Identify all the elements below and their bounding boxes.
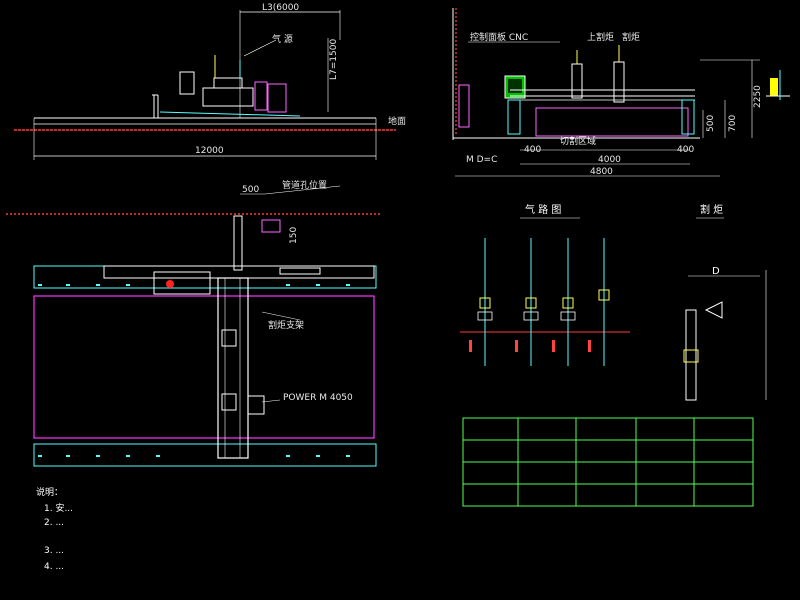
svg-text:割 炬: 割 炬 — [700, 203, 723, 216]
ground-label: 地面 — [388, 115, 406, 127]
notes-title: 说明： — [36, 486, 63, 498]
dim-500: 500 — [706, 115, 716, 132]
dim-400-right: 400 — [677, 145, 694, 155]
svg-text:割炬支架: 割炬支架 — [268, 319, 304, 331]
svg-text:管道孔位置: 管道孔位置 — [282, 179, 327, 191]
spec-table — [462, 417, 754, 507]
dim-height-label: L7=1500 — [329, 39, 339, 80]
note-line-5: 4. ... — [44, 562, 64, 572]
dim-700: 700 — [728, 115, 738, 132]
note-line-2: 2. ... — [44, 518, 64, 528]
dim-4800: 4800 — [590, 167, 613, 177]
torch-dim-d: D — [712, 266, 720, 277]
plan-dim-150: 150 — [289, 227, 299, 244]
left-label: M D=C — [466, 155, 497, 165]
plan-view: 500 管道孔位置 150 割炬支架 POWER M 4050 — [6, 179, 380, 467]
svg-text:割炬: 割炬 — [622, 31, 640, 43]
gas-diagram-title: 气 路 图 — [525, 203, 561, 216]
svg-text:控制面板 CNC: 控制面板 CNC — [470, 31, 528, 43]
elevation-view-right: 控制面板 CNC 上割炬 割炬 切割区域 2250 700 500 400 40… — [452, 8, 790, 177]
dim-length-label: L3(6000 — [262, 3, 299, 13]
plan-dim-500: 500 — [242, 185, 259, 195]
notes: 说明： 1. 安... 2. ... 3. ... 4. ... — [36, 486, 73, 572]
svg-text:气 源: 气 源 — [272, 33, 293, 45]
note-line-1: 1. 安... — [44, 502, 73, 514]
note-line-4: 3. ... — [44, 546, 64, 556]
dim-total-label: 12000 — [195, 146, 224, 156]
dim-4000: 4000 — [598, 155, 621, 165]
dim-400-left: 400 — [524, 145, 541, 155]
elevation-view-left: L3(6000 L7=1500 气 源 12000 地面 — [14, 3, 406, 160]
svg-text:上割炬: 上割炬 — [587, 31, 614, 43]
dim-height-right: 2250 — [753, 85, 763, 108]
svg-text:切割区域: 切割区域 — [560, 135, 596, 147]
gas-diagram: 气 路 图 割 炬 D — [460, 203, 767, 401]
plan-box-label: POWER M 4050 — [283, 393, 353, 403]
